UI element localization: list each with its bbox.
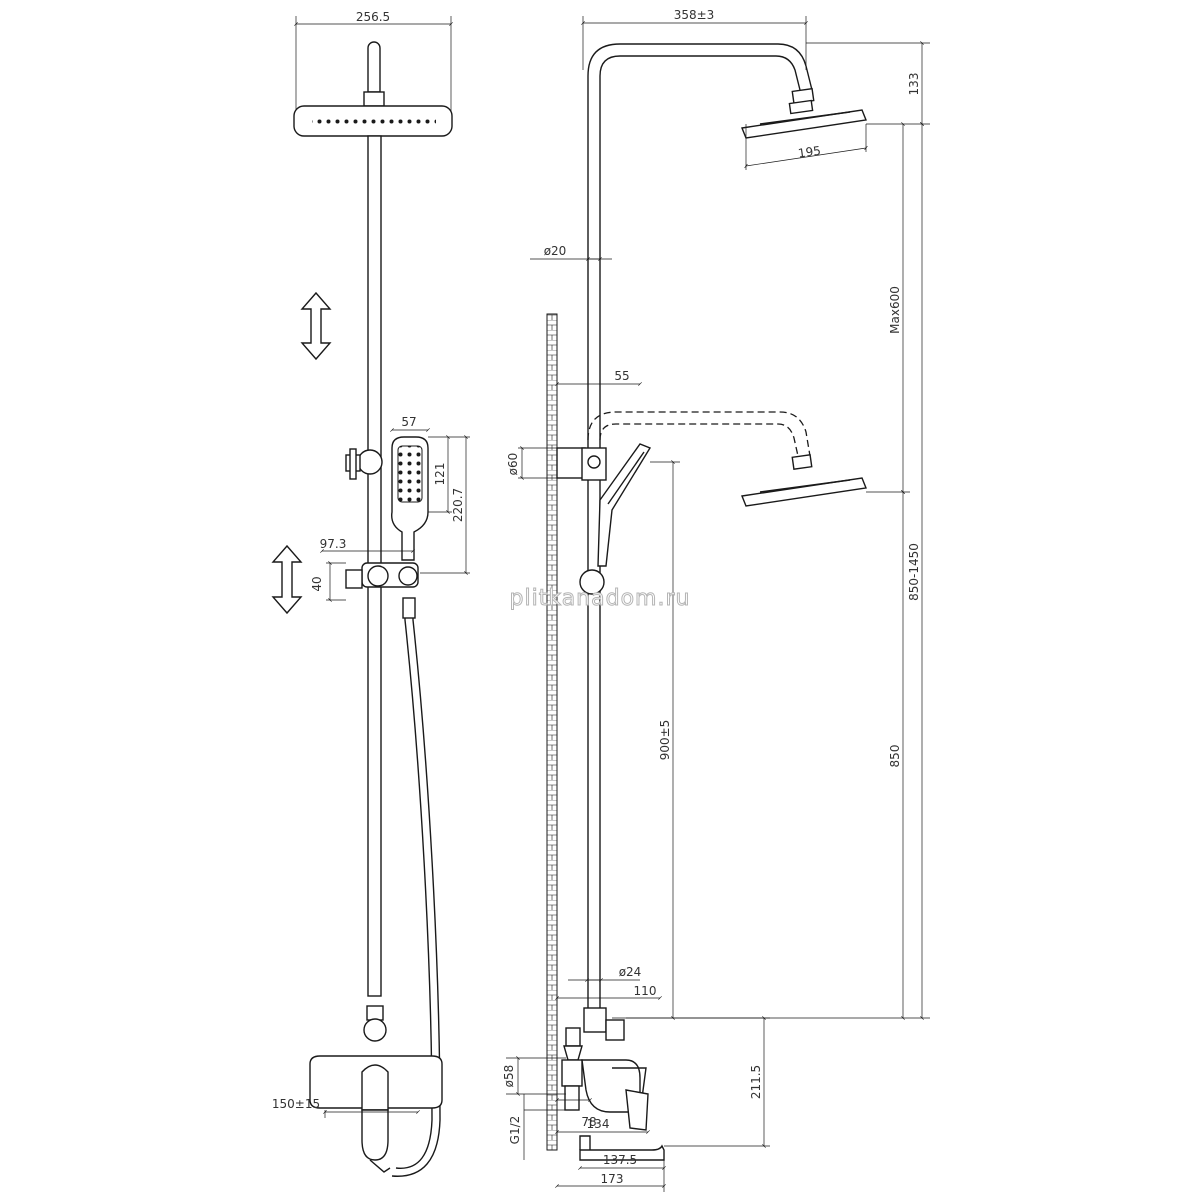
dim-pipe-diameter: ø20	[544, 244, 567, 258]
hand-shower-side	[597, 443, 652, 567]
dim-wall-offset: 55	[614, 369, 629, 383]
shower-hose	[395, 600, 433, 1169]
front-view: 256.5 57 121 220.7	[271, 10, 470, 1177]
dim-total-depth: 173	[601, 1172, 624, 1186]
side-column	[587, 43, 813, 1010]
dim-spout-reach: 137.5	[603, 1153, 637, 1167]
diverter-knob	[363, 1018, 387, 1042]
lowered-position-outline	[587, 411, 811, 457]
dim-hand-head-length: 121	[433, 463, 447, 486]
adjust-arrow-icon	[300, 291, 332, 361]
watermark: plitkanadom.ru	[510, 586, 691, 611]
wall-section	[546, 313, 558, 1151]
dim-mixer-height: 211.5	[749, 1065, 763, 1099]
dim-head-width-front: 256.5	[356, 10, 390, 24]
dim-mixer-depth: 134	[587, 1117, 610, 1131]
dim-min-height: 850	[888, 745, 902, 768]
nozzle-row	[312, 116, 436, 128]
dim-hand-total-length: 220.7	[451, 488, 465, 522]
dim-height-range: 850-1450	[907, 543, 921, 601]
adjust-arrow-lower-icon	[271, 544, 303, 615]
dim-flange-diameter: ø58	[502, 1065, 516, 1088]
dim-holder-width: 97.3	[320, 537, 347, 551]
dim-hand-height: 900±5	[658, 720, 672, 761]
column-connector	[583, 1007, 607, 1033]
spout-front	[361, 1109, 389, 1161]
dim-bracket-diameter: ø60	[506, 453, 520, 476]
dim-holder-height: 40	[310, 576, 324, 591]
dim-hand-width: 57	[401, 415, 416, 429]
wall-bracket	[556, 447, 586, 479]
dim-overhead-height: 133	[907, 73, 921, 96]
side-view: 358±3 133 195 ø20 55	[502, 8, 930, 1192]
dim-column-reach: 358±3	[674, 8, 715, 22]
dim-eccentric: 78	[581, 1115, 596, 1129]
dim-thread: G1/2	[508, 1116, 522, 1145]
dim-lower-offset: 110	[634, 984, 657, 998]
hand-holder-knob	[579, 569, 605, 595]
dim-lower-pipe-diameter: ø24	[619, 965, 642, 979]
dim-inlet-centers: 150±15	[272, 1097, 320, 1111]
dim-head-diameter: 195	[797, 144, 822, 161]
dim-max-adjust: Max600	[888, 286, 902, 334]
